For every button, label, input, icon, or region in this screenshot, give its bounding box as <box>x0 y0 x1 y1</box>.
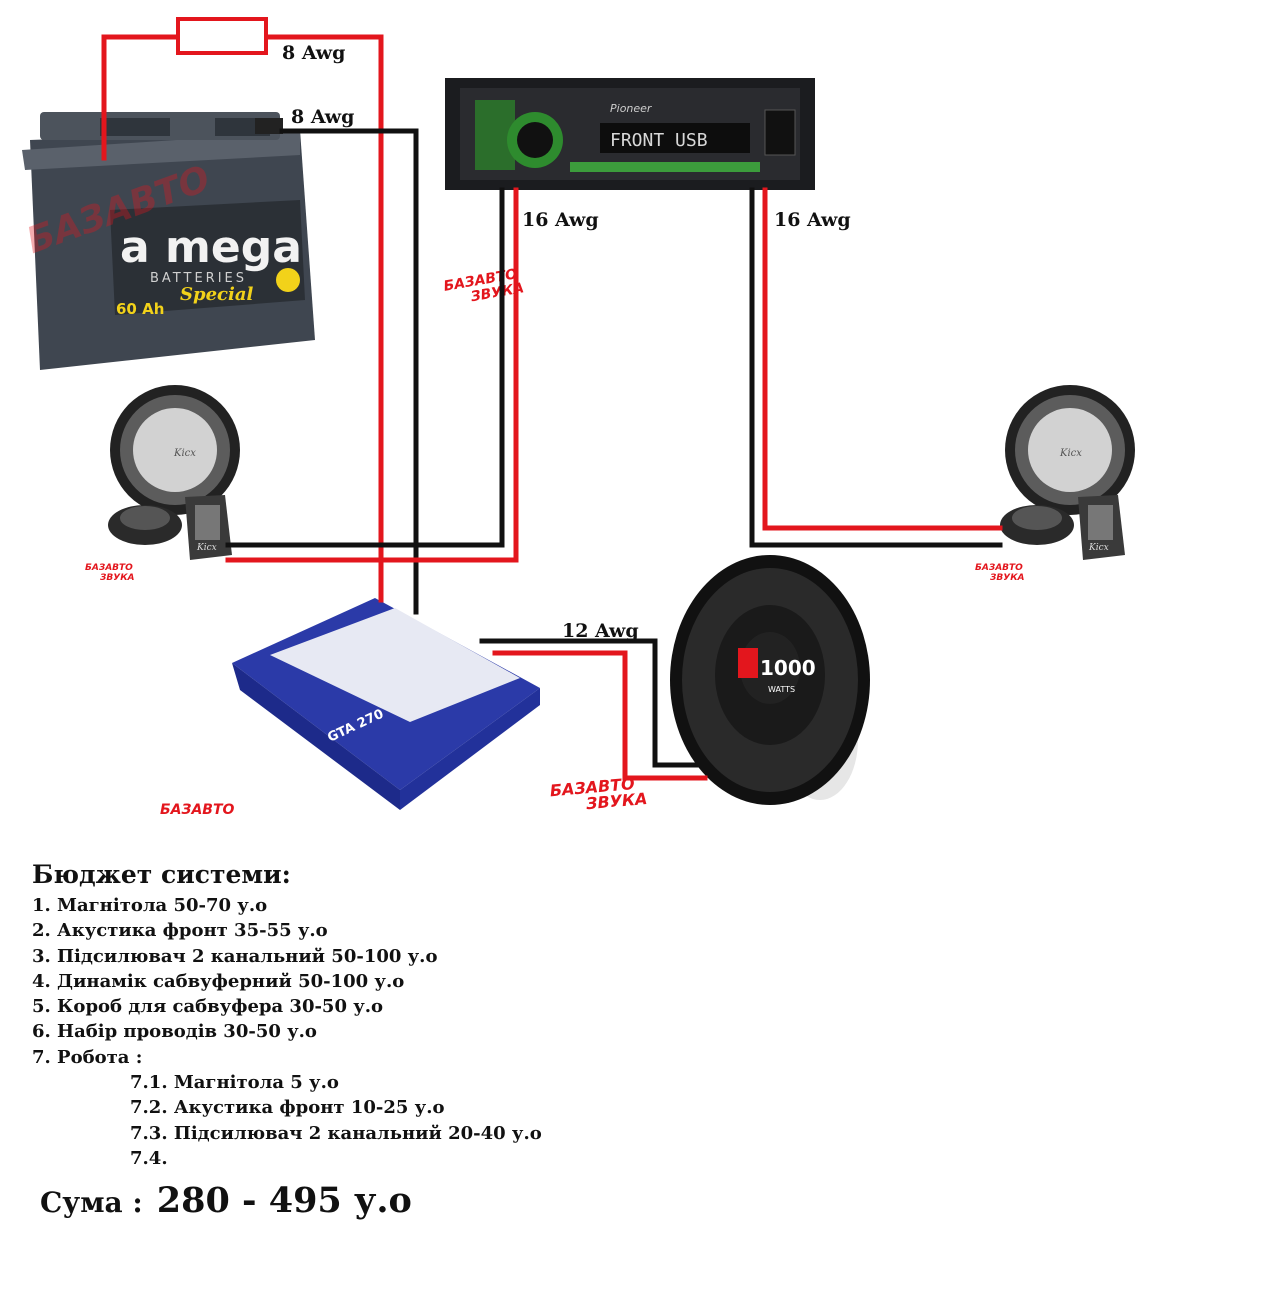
battery-brand: a mega <box>120 222 302 273</box>
sub-sub: WATTS <box>768 685 795 694</box>
battery-sub: BATTERIES <box>150 271 247 286</box>
wiring-diagram: a mega BATTERIES Special 60 Ah FRONT USB… <box>21 17 1135 818</box>
wire-battery-positive <box>101 34 181 161</box>
battery: a mega BATTERIES Special 60 Ah <box>22 112 315 370</box>
budget-item: 3. Підсилювач 2 канальний 50-100 у.о <box>32 945 438 967</box>
svg-text:Kicx: Kicx <box>173 448 196 459</box>
head-unit-brand: Pioneer <box>610 102 653 115</box>
wire-left-front-negative <box>225 187 505 548</box>
svg-text:Kicx: Kicx <box>196 543 217 553</box>
subwoofer: 1000 WATTS <box>670 555 870 805</box>
wire-sub-negative <box>479 638 703 768</box>
label-left-front: 16 Awg <box>522 209 599 231</box>
svg-text:БАЗАВТО: БАЗАВТО <box>160 802 235 818</box>
watermark-center: БАЗАВТО ЗВУКА <box>442 266 525 305</box>
head-unit-display: FRONT USB <box>610 130 708 151</box>
budget-title: Бюджет системи: <box>32 860 291 889</box>
battery-model: Special <box>180 284 253 305</box>
battery-badge-5 <box>276 268 300 292</box>
budget-item: 6. Набір проводів 30-50 у.о <box>32 1021 317 1043</box>
wire-right-front-positive <box>762 187 1003 531</box>
budget-total: Сума : 280 - 495 у.о <box>40 1180 412 1221</box>
wire-sub-positive <box>492 650 708 781</box>
amplifier: GTA 270 <box>232 598 540 810</box>
watermark-amp: БАЗАВТО <box>160 802 235 818</box>
budget-subitem: 7.3. Підсилювач 2 канальний 20-40 у.о <box>130 1122 542 1144</box>
label-right-front: 16 Awg <box>774 209 851 231</box>
svg-text:Kicx: Kicx <box>1088 543 1109 553</box>
svg-text:БАЗАВТО: БАЗАВТО <box>85 563 133 573</box>
budget-item: 4. Динамік сабвуферний 50-100 у.о <box>32 970 405 992</box>
battery-capacity: 60 Ah <box>116 300 164 318</box>
budget-item: 2. Акустика фронт 35-55 у.о <box>32 920 328 942</box>
fuse <box>176 17 268 55</box>
label-battery-positive: 8 Awg <box>282 42 346 64</box>
watermark-right-speaker: БАЗАВТО ЗВУКА <box>975 563 1025 583</box>
wire-left-front-positive <box>225 187 519 563</box>
left-speaker-set: Kicx Kicx <box>108 385 240 560</box>
right-speaker-set: Kicx Kicx <box>1000 385 1135 560</box>
wire-right-front-negative <box>749 187 1003 548</box>
budget-subitem: 7.2. Акустика фронт 10-25 у.о <box>130 1097 445 1119</box>
sub-model: 1000 <box>760 656 816 680</box>
budget-item: 7. Робота : <box>32 1046 143 1068</box>
svg-text:Kicx: Kicx <box>1059 448 1082 459</box>
svg-text:ЗВУКА: ЗВУКА <box>990 573 1025 583</box>
budget-list: 1. Магнітола 50-70 у.о 2. Акустика фронт… <box>32 893 542 1171</box>
wire-battery-positive-2 <box>263 34 384 603</box>
svg-text:ЗВУКА: ЗВУКА <box>100 573 135 583</box>
budget-subitem: 7.4. <box>130 1147 168 1169</box>
wire-battery-ground <box>279 128 419 615</box>
budget-item: 1. Магнітола 50-70 у.о <box>32 895 268 916</box>
label-subwoofer: 12 Awg <box>562 620 639 642</box>
svg-text:БАЗАВТО: БАЗАВТО <box>975 563 1023 573</box>
total-label: Сума : <box>40 1186 143 1219</box>
budget-item: 5. Короб для сабвуфера 30-50 у.о <box>32 996 384 1018</box>
svg-text:ЗВУКА: ЗВУКА <box>584 789 648 813</box>
budget-subitem: 7.1. Магнітола 5 у.о <box>130 1072 339 1094</box>
label-battery-ground: 8 Awg <box>291 106 355 128</box>
watermark-left-speaker: БАЗАВТО ЗВУКА <box>85 563 135 583</box>
total-value: 280 - 495 у.о <box>156 1180 412 1221</box>
head-unit: FRONT USB Pioneer <box>445 78 815 190</box>
